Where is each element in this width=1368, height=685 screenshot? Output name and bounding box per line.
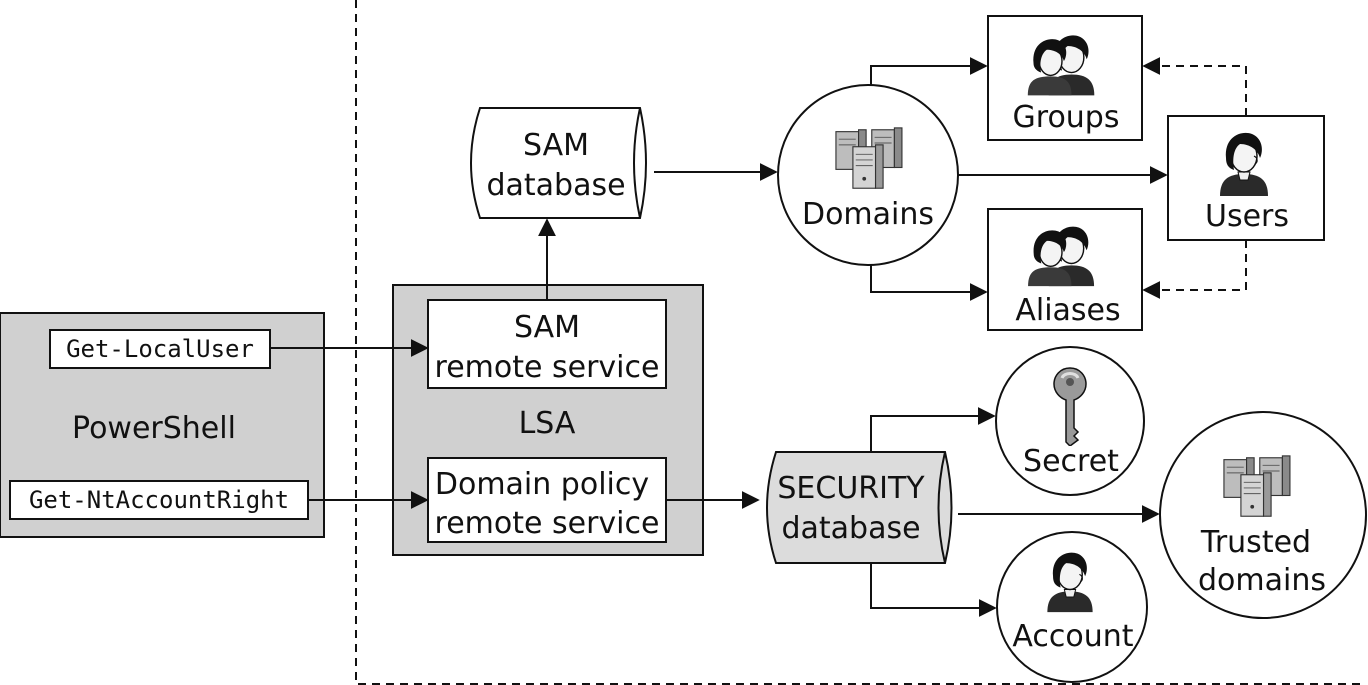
sam-remote-service-line1: SAM — [514, 310, 580, 345]
sam-database-line2: database — [486, 168, 625, 203]
security-database-cylinder[interactable]: SECURITY database — [766, 451, 953, 564]
get-localuser-box[interactable] — [49, 329, 271, 369]
domains-label: Domains — [802, 197, 934, 232]
aliases-label: Aliases — [1015, 293, 1120, 328]
powershell-panel: Get-LocalUser PowerShell Get-NtAccountRi… — [0, 312, 325, 538]
arrow-users-to-aliases — [1142, 240, 1247, 299]
arrow-users-to-groups — [1142, 57, 1247, 116]
get-localuser-label: Get-LocalUser — [66, 335, 254, 363]
domains-node[interactable]: Domains — [777, 84, 959, 266]
aliases-node[interactable]: Aliases — [987, 208, 1143, 331]
sam-remote-service-line2: remote service — [435, 350, 660, 385]
get-ntaccountright-label: Get-NtAccountRight — [29, 486, 289, 514]
groups-label: Groups — [1013, 100, 1120, 135]
trusted-domains-line1: Trusted — [1200, 525, 1311, 560]
trusted-domains-node[interactable]: Trusted domains — [1159, 411, 1367, 619]
arrow-domains-to-aliases — [870, 265, 988, 301]
trusted-domains-line2: domains — [1198, 563, 1326, 598]
users-label: Users — [1205, 199, 1289, 234]
lsa-label: LSA — [519, 406, 576, 441]
secret-node[interactable]: Secret — [995, 346, 1145, 496]
arrow-domains-to-groups — [870, 57, 988, 85]
security-database-line2: database — [781, 511, 920, 546]
sam-database-cylinder[interactable]: SAM database — [470, 107, 647, 219]
boundary-dashed-line — [355, 0, 1366, 685]
get-ntaccountright-box[interactable] — [9, 480, 309, 520]
domain-policy-service-line1: Domain policy — [435, 467, 649, 502]
lsa-panel: SAM remote service LSA Domain policy rem… — [392, 284, 704, 556]
users-node[interactable]: Users — [1167, 115, 1325, 241]
arrow-security-db-to-secret — [870, 407, 996, 452]
powershell-label: PowerShell — [72, 411, 236, 446]
sam-database-line1: SAM — [523, 128, 589, 163]
security-database-line1: SECURITY — [777, 471, 925, 506]
secret-label: Secret — [1023, 444, 1119, 479]
groups-node[interactable]: Groups — [987, 15, 1143, 141]
account-node[interactable]: Account — [996, 531, 1148, 683]
sam-remote-service-box[interactable] — [427, 299, 667, 389]
arrow-security-db-to-account — [870, 563, 997, 617]
account-label: Account — [1012, 619, 1133, 654]
domain-policy-service-line2: remote service — [435, 506, 660, 541]
connectors — [270, 57, 1247, 617]
